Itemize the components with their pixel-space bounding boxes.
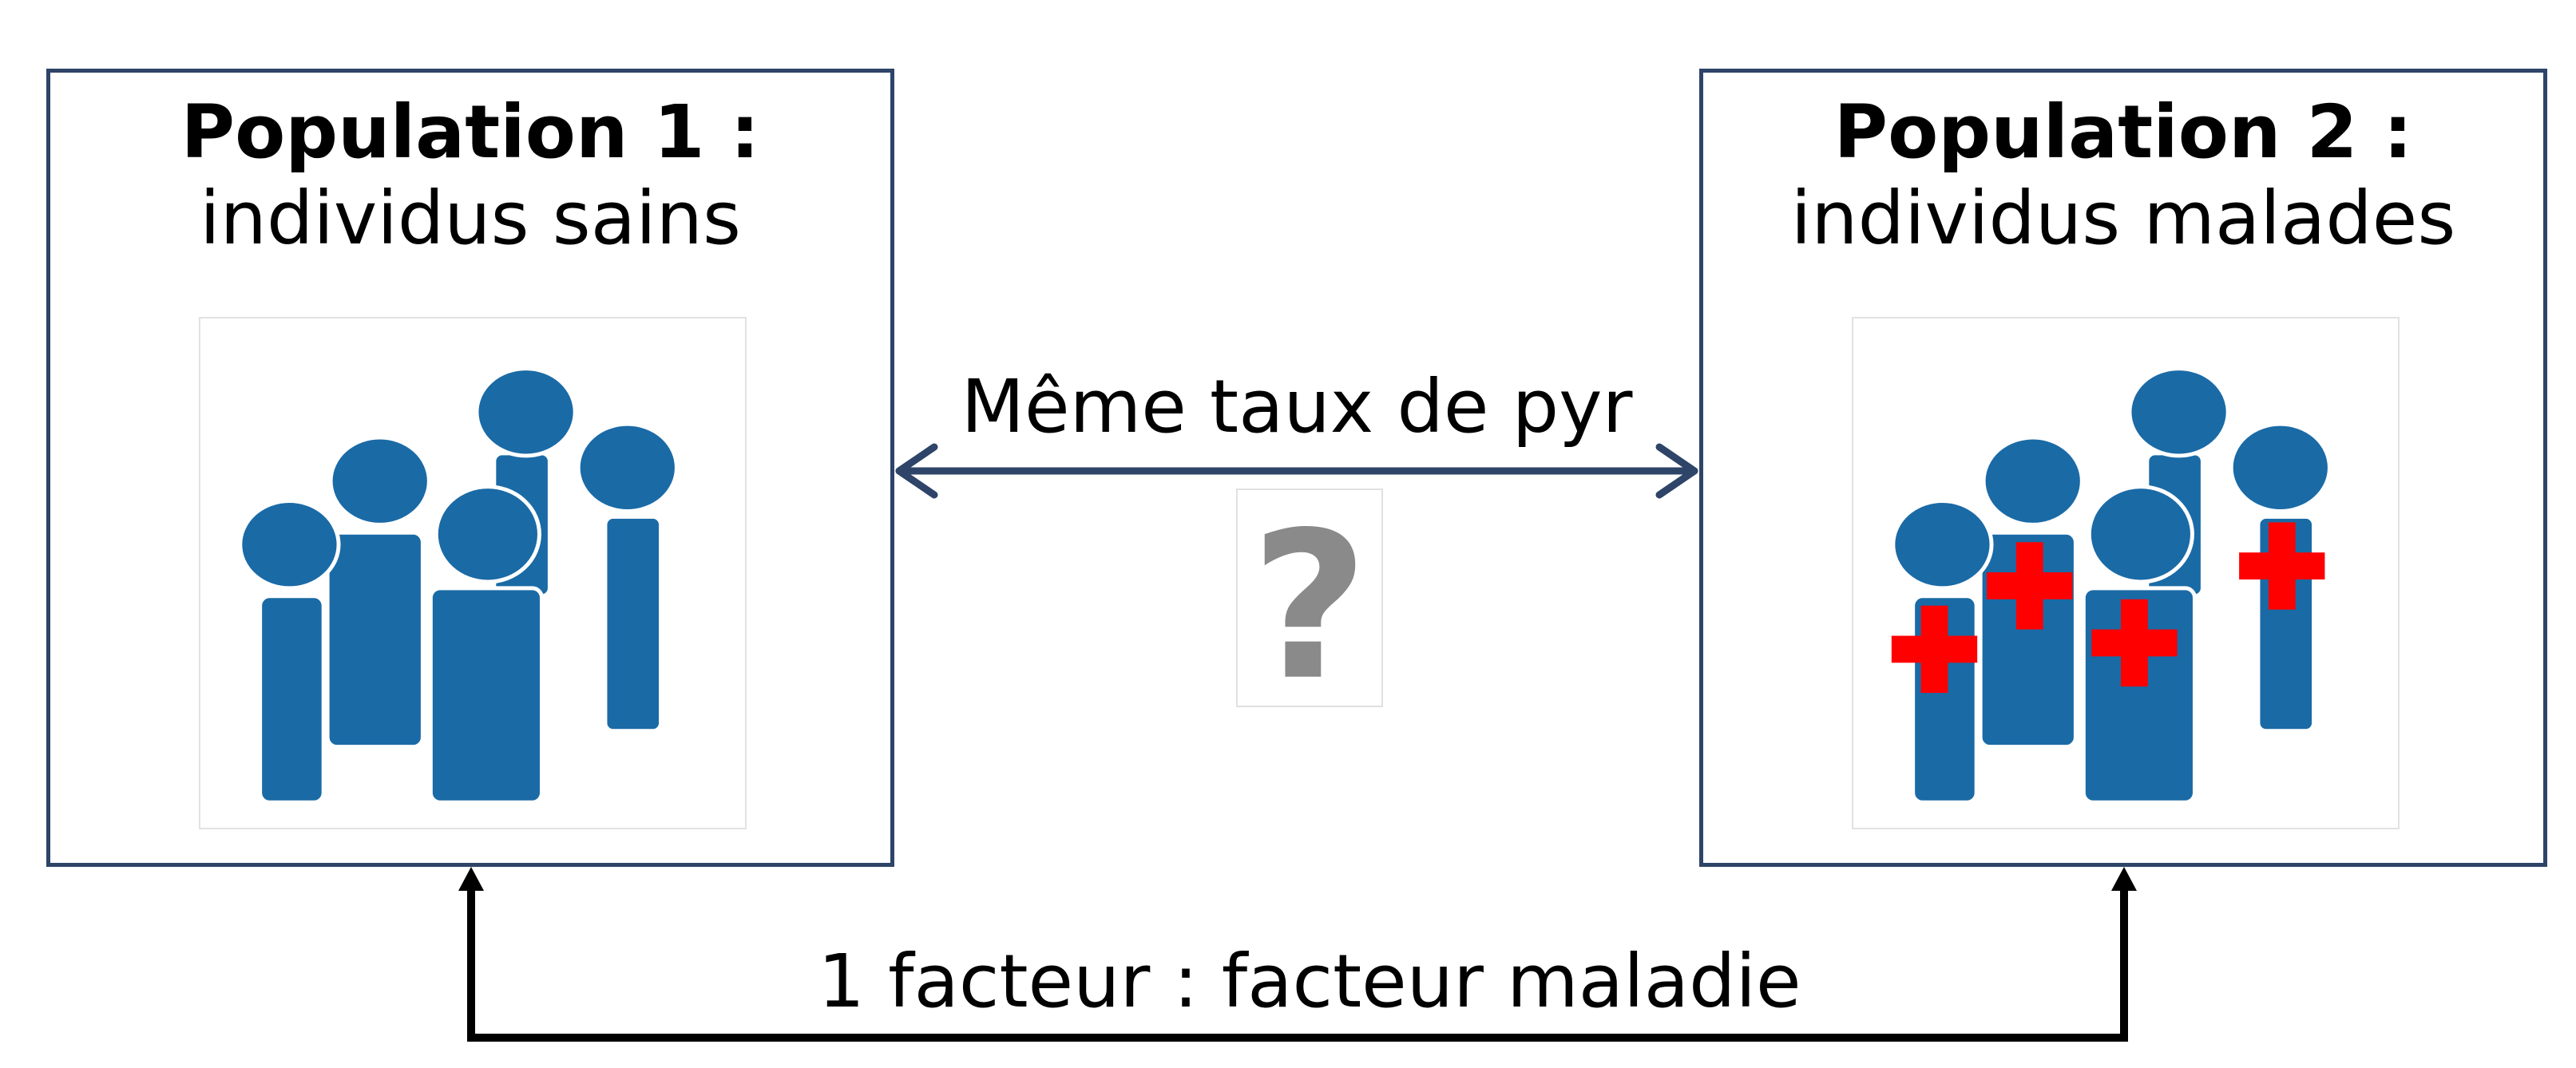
- population-1-subtitle: individus sains: [200, 176, 741, 261]
- population-2-subtitle: individus malades: [1790, 176, 2456, 261]
- healthy-people-image: [199, 317, 747, 829]
- red-cross-icon: [2091, 599, 2178, 687]
- population-1-title: Population 1 :: [180, 89, 760, 175]
- red-cross-icon: [2239, 522, 2325, 610]
- people-group-icon: [238, 366, 679, 805]
- person-figure: [238, 499, 341, 805]
- population-1-box: Population 1 : individus sains: [46, 69, 894, 867]
- person-figure: [428, 485, 544, 805]
- question-mark-icon: ?: [1250, 489, 1369, 725]
- red-cross-icon: [1891, 605, 1978, 694]
- people-group-icon: [1891, 366, 2332, 805]
- factor-label: 1 facteur : facteur maladie: [818, 939, 1801, 1024]
- person-figure: [576, 421, 679, 734]
- svg-text:?: ?: [1250, 490, 1369, 706]
- double-arrow-icon: [895, 443, 1698, 499]
- person-figure: [325, 435, 431, 750]
- comparison-label: Même taux de pyr: [961, 364, 1633, 449]
- arrowhead-icon: [458, 867, 2137, 891]
- red-cross-icon: [1987, 542, 2073, 630]
- sick-people-image: [1852, 317, 2400, 829]
- question-mark-image: ?: [1236, 489, 1383, 725]
- population-2-box: Population 2 : individus malades: [1699, 69, 2547, 867]
- population-2-title: Population 2 :: [1833, 89, 2413, 175]
